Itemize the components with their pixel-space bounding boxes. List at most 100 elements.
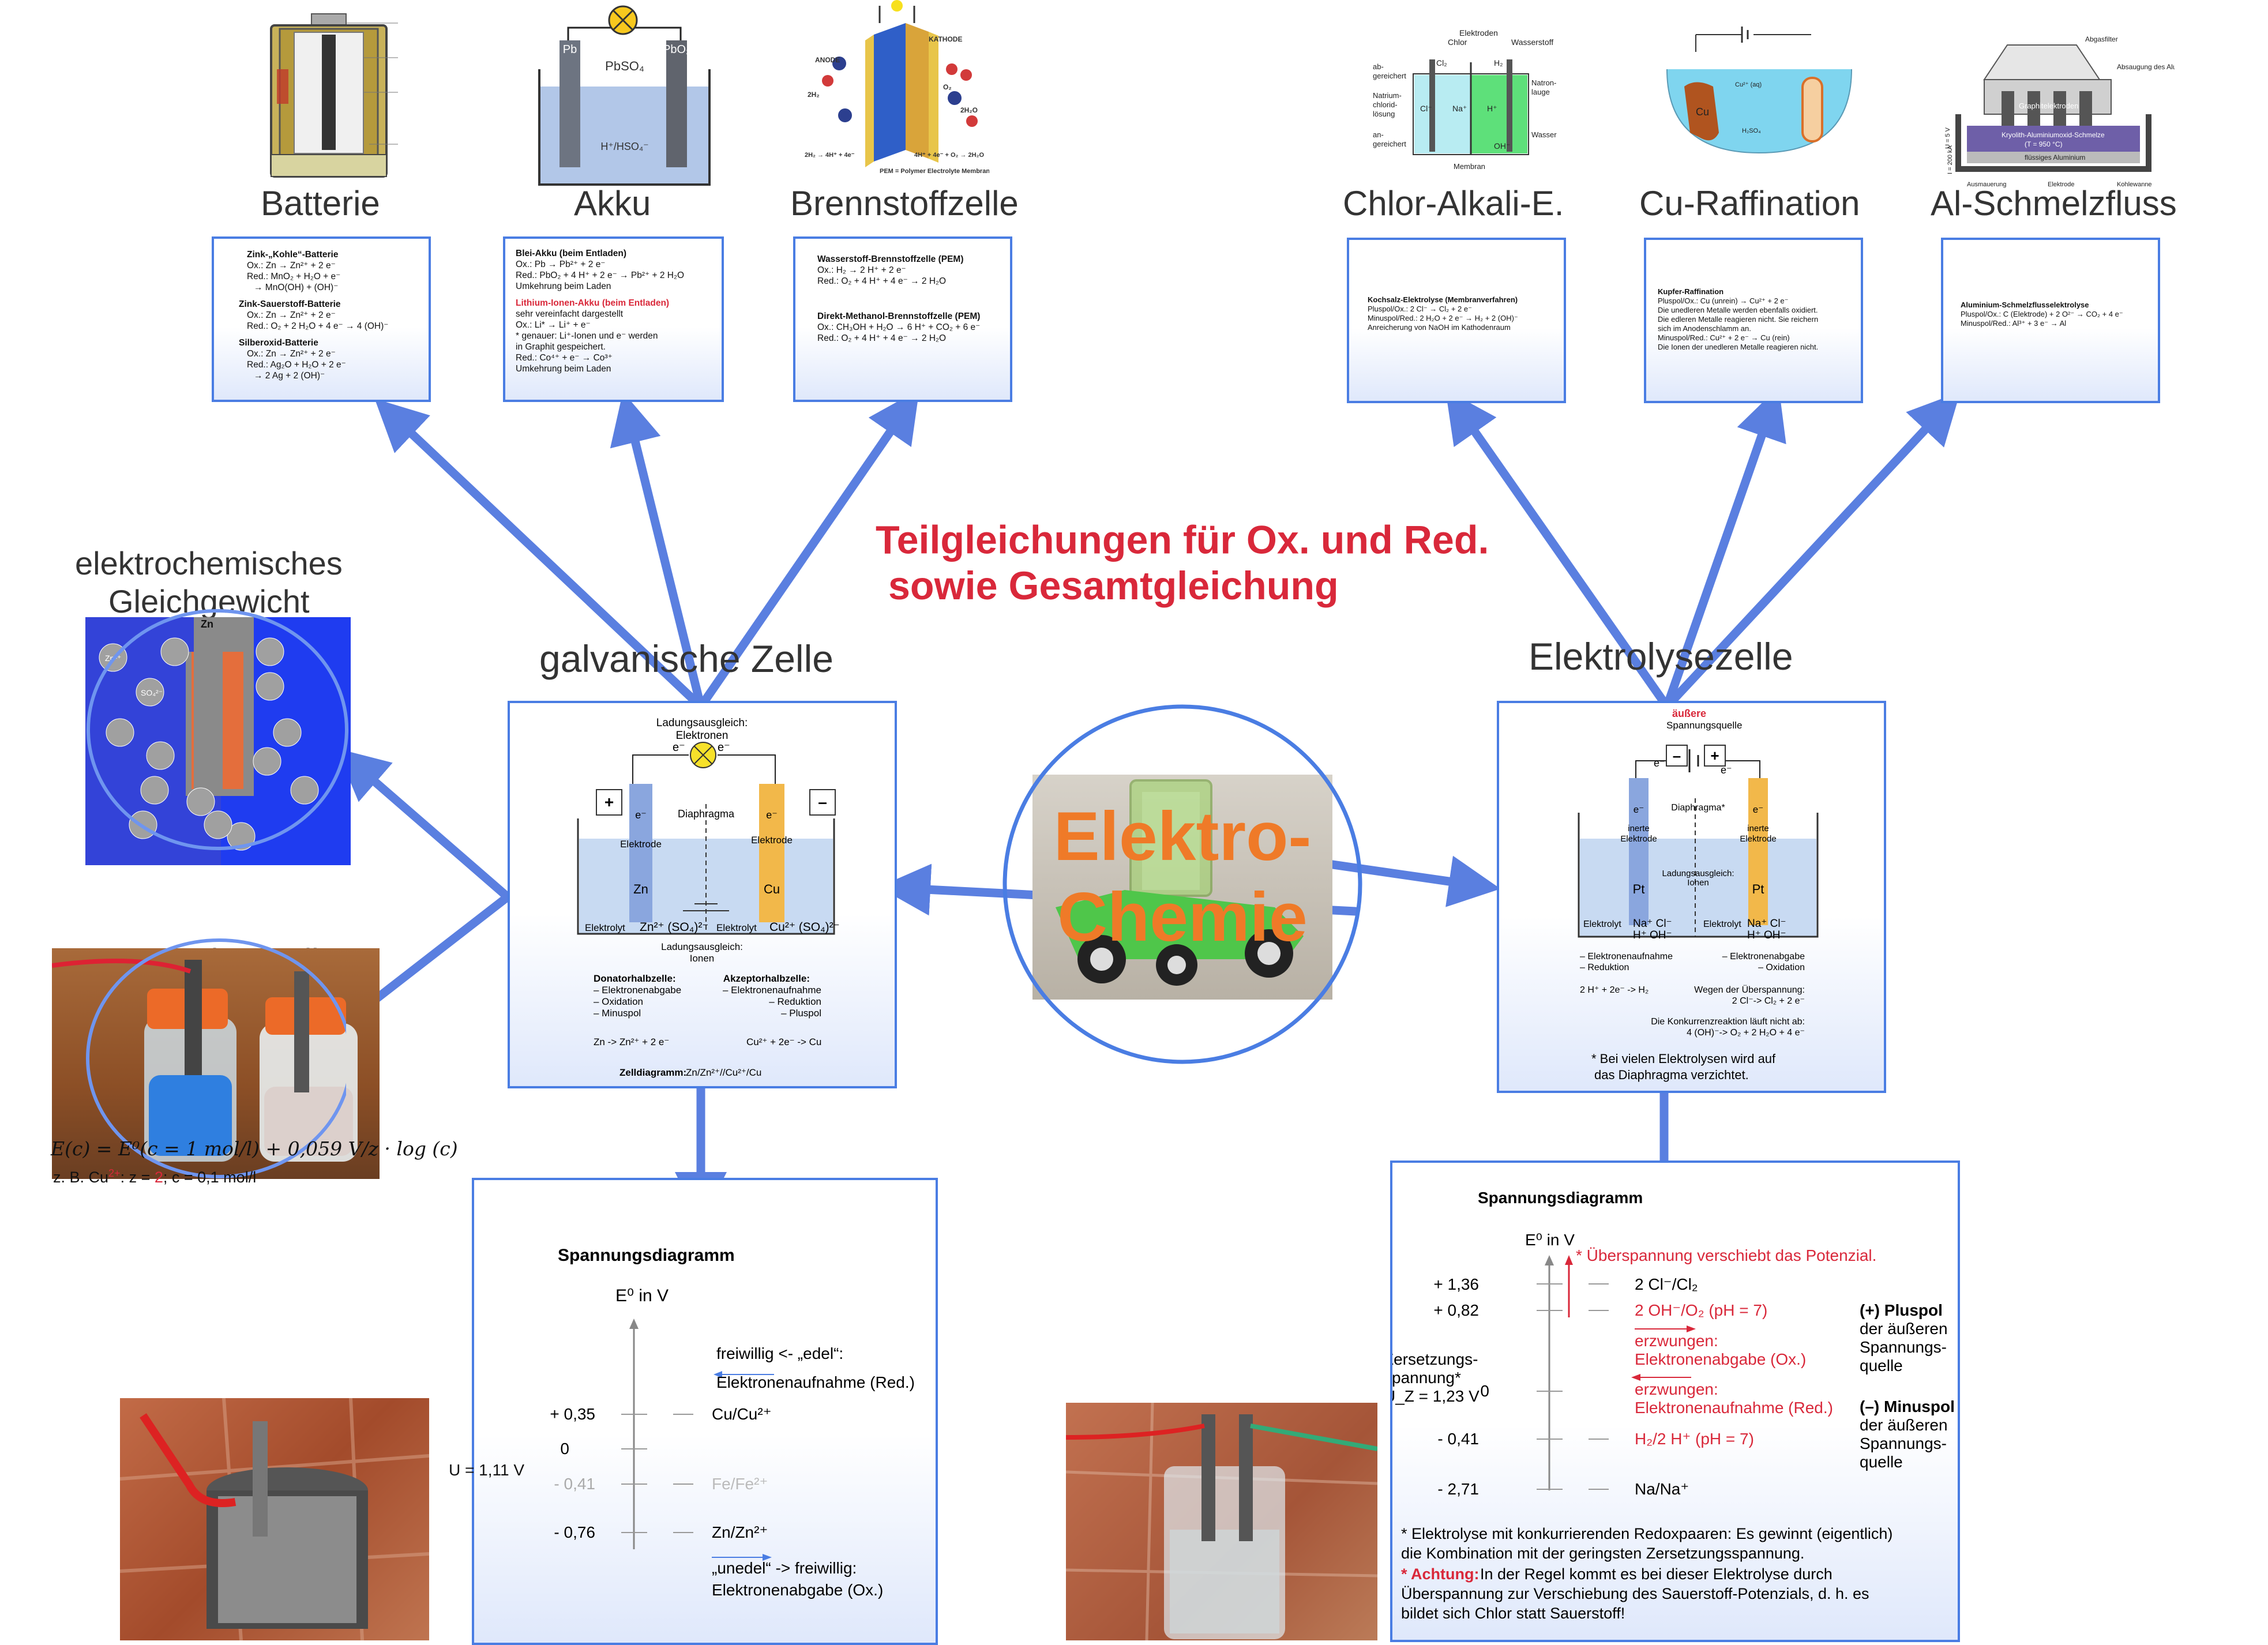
sdr-erz1b: Elektronenabgabe (Ox.) bbox=[1635, 1350, 1806, 1368]
brennstoff-illustration: KATHODE ANODE 2H₂ O₂ 2H₂O 2H₂ → 4H⁺ + 4e… bbox=[805, 0, 989, 175]
akku-box-line: Lithium-Ionen-Akku (beim Entladen) bbox=[516, 298, 670, 308]
cu-raffination-illustration: Cu Cu²⁺ (aq) H₂SO₄ bbox=[1666, 27, 1852, 154]
sdr-f2: die Kombination mit der geringsten Zerse… bbox=[1401, 1545, 1804, 1562]
sdr-f3b: In der Regel kommt es bei dieser Elektro… bbox=[1480, 1565, 1833, 1583]
title-akku: Akku bbox=[574, 184, 651, 223]
konzentration-photo bbox=[52, 948, 380, 1179]
galv-a1: – Elektronenaufnahme bbox=[723, 985, 821, 996]
sdr-mp4: quelle bbox=[1860, 1453, 1903, 1471]
title-gleichgewicht-1: elektrochemisches bbox=[75, 545, 343, 581]
chlor-label-natrium: Natrium- bbox=[1373, 91, 1402, 100]
al-label-ausmauerung: Ausmauerung bbox=[1967, 181, 2007, 188]
elyse-l2: – Reduktion bbox=[1580, 963, 1629, 972]
al-label-abgasfilter: Abgasfilter bbox=[2085, 35, 2118, 43]
pbo2-label: PbO₂ bbox=[663, 43, 690, 56]
akku-box-line: Blei-Akku (beim Entladen) bbox=[516, 249, 627, 258]
galv-e-left: e⁻ bbox=[673, 741, 685, 754]
al-label-fluessig: flüssiges Aluminium bbox=[2025, 153, 2085, 162]
cu-label-cu2: Cu²⁺ (aq) bbox=[1735, 81, 1762, 88]
sdr-erz1: erzwungen: bbox=[1635, 1332, 1718, 1350]
sdl-c1: Cu/Cu²⁺ bbox=[712, 1405, 771, 1423]
sdr-pp3: Spannungs- bbox=[1860, 1338, 1947, 1356]
gleichgewicht-illustration: Zn Zn²⁺ SO₄²⁻ bbox=[85, 617, 351, 865]
center-circle bbox=[1002, 704, 1362, 1064]
chlor-label-chlorid: chlorid- bbox=[1373, 100, 1398, 109]
spannungsdiagramm-left-box: Spannungsdiagramm E⁰ in V freiwillig <- … bbox=[472, 1178, 938, 1645]
sdr-mp1: (–) Minuspol bbox=[1860, 1398, 1955, 1415]
galv-rx1: Zn -> Zn²⁺ + 2 e⁻ bbox=[594, 1036, 669, 1047]
konzentration-highlight-circle bbox=[86, 938, 346, 1178]
sdl-v2: 0 bbox=[560, 1440, 569, 1458]
chlor-label-na: Na⁺ bbox=[1452, 104, 1467, 113]
elyse-spannungsquelle: Spannungsquelle bbox=[1666, 720, 1742, 731]
sdl-v4: - 0,76 bbox=[554, 1523, 595, 1541]
batterie-box-line: Red.: O₂ + 2 H₂O + 4 e⁻ → 4 (OH)⁻ bbox=[247, 321, 389, 331]
elyse-elektrolyt-left: Elektrolyt bbox=[1583, 919, 1621, 929]
spannungsdiagramm-right-box: Spannungsdiagramm E⁰ in V * Überspannung… bbox=[1390, 1160, 1960, 1642]
cu-box-line: Pluspol/Ox.: Cu (unrein) → Cu²⁺ + 2 e⁻ bbox=[1658, 296, 1789, 305]
akku-box-line: Umkehrung beim Laden bbox=[516, 364, 611, 374]
batterie-box-line: → MnO(OH) + (OH)⁻ bbox=[254, 283, 339, 292]
elyse-ladung: Ladungsausgleich: bbox=[1662, 869, 1734, 878]
title-brennstoff: Brennstoffzelle bbox=[790, 184, 1019, 223]
sdr-v3: - 0,41 bbox=[1437, 1430, 1479, 1448]
al-label-kohlewanne: Kohlewanne bbox=[2117, 181, 2152, 188]
gleich-zn-label: Zn bbox=[201, 618, 213, 630]
sdl-v1: + 0,35 bbox=[550, 1405, 595, 1423]
elyse-r1: – Elektronenabgabe bbox=[1722, 952, 1805, 962]
center-title: Elektro- Chemie bbox=[1044, 796, 1321, 957]
nernst-example: z. B. Cu2+: z = 2; c = 0,1 mol/l bbox=[53, 1167, 256, 1186]
h2o-label: 2H₂O bbox=[960, 106, 978, 114]
galv-a2: – Reduktion bbox=[769, 996, 821, 1007]
elyse-plus: + bbox=[1710, 747, 1719, 764]
elyse-e-right: e⁻ bbox=[1721, 764, 1732, 776]
arrow-to-brennstoff bbox=[696, 389, 919, 711]
arrow-to-akku bbox=[610, 392, 705, 711]
elyse-f2: das Diaphragma verzichtet. bbox=[1594, 1068, 1749, 1082]
gleichgewicht-highlight-circle bbox=[87, 609, 348, 850]
elyse-na-cl-right: Na⁺ Cl⁻ bbox=[1747, 918, 1786, 930]
akku-box-line: Umkehrung beim Laden bbox=[516, 281, 611, 291]
al-label-u: U = 5 V bbox=[1944, 127, 1951, 149]
galv-zelldiagramm: Zn/Zn²⁺//Cu²⁺/Cu bbox=[686, 1067, 761, 1078]
cu-box-line: Die unedleren Metalle werden ebenfalls o… bbox=[1658, 306, 1818, 314]
chlor-label-cl2: Cl₂ bbox=[1436, 58, 1447, 67]
batterie-box-line: Red.: MnO₂ + H₂O + e⁻ bbox=[247, 272, 341, 281]
galv-elektrode-left: Elektrode bbox=[620, 839, 662, 850]
elyse-l1: – Elektronenaufnahme bbox=[1580, 952, 1673, 962]
sdl-free1: freiwillig <- „edel“: bbox=[716, 1344, 843, 1362]
o2-label: O₂ bbox=[943, 83, 952, 91]
elektrolysezelle-box: äußere Spannungsquelle – + e⁻ e⁻ e⁻ e⁻ D… bbox=[1497, 701, 1886, 1093]
chlor-label-elektroden: Elektroden bbox=[1459, 28, 1498, 37]
chlor-box-line: Kochsalz-Elektrolyse (Membranverfahren) bbox=[1368, 295, 1518, 304]
cu-label-cu: Cu bbox=[1696, 106, 1709, 118]
sdr-mp3: Spannungs- bbox=[1860, 1434, 1947, 1452]
arrow-to-al bbox=[1662, 392, 1961, 711]
al-label-elektrode: Elektrode bbox=[2048, 181, 2074, 188]
sdr-f4: Überspannung zur Verschiebung des Sauers… bbox=[1401, 1585, 1869, 1602]
elyse-h-oh-left: H⁺ OH⁻ bbox=[1633, 929, 1672, 941]
galv-akzeptor: Akzeptorhalbzelle: bbox=[723, 973, 810, 984]
elyse-k1: Die Konkurrenzreaktion läuft nicht ab: bbox=[1651, 1017, 1805, 1027]
cu-label-h2so4: H₂SO₄ bbox=[1742, 127, 1761, 134]
elyse-k2: 4 (OH)⁻-> O₂ + 2 H₂O + 4 e⁻ bbox=[1687, 1028, 1805, 1038]
title-elektrolyse: Elektrolysezelle bbox=[1529, 635, 1793, 678]
title-al: Al-Schmelzfluss bbox=[1931, 184, 2177, 223]
elyse-h-oh-right: H⁺ OH⁻ bbox=[1747, 929, 1786, 941]
sdr-c4: Na/Na⁺ bbox=[1635, 1480, 1689, 1498]
sdr-f5: bildet sich Chlor statt Sauerstoff! bbox=[1401, 1605, 1625, 1622]
elyse-aeussere: äußere bbox=[1672, 708, 1706, 719]
galv-rx2: Cu²⁺ + 2e⁻ -> Cu bbox=[746, 1036, 821, 1047]
brennstoff-box: Wasserstoff-Brennstoffzelle (PEM)Ox.: H₂… bbox=[793, 236, 1012, 402]
elyse-elektrolyt-right: Elektrolyt bbox=[1703, 919, 1741, 929]
sdr-mp2: der äußeren bbox=[1860, 1416, 1948, 1434]
title-cu: Cu-Raffination bbox=[1639, 184, 1860, 223]
al-label-kryolith: Kryolith-Aluminiumoxid-Schmelze bbox=[2002, 131, 2105, 139]
sdl-unedel1: „unedel“ -> freiwillig: bbox=[712, 1559, 857, 1577]
batterie-box-line: Zink-Sauerstoff-Batterie bbox=[239, 299, 341, 309]
arrow-to-cu bbox=[1662, 386, 1786, 711]
sdr-erz2: erzwungen: bbox=[1635, 1380, 1718, 1398]
elyse-diaphragma: Diaphragma* bbox=[1671, 803, 1725, 813]
